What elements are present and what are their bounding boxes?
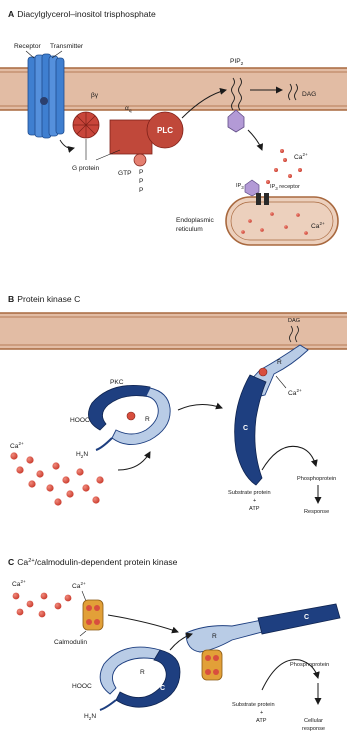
ca-ions-b bbox=[10, 452, 103, 505]
hooc-b-label: HOOC bbox=[70, 417, 90, 424]
er-label-line1: Endoplasmic bbox=[176, 217, 214, 224]
plc-label: PLC bbox=[157, 126, 173, 135]
dag-label: DAG bbox=[302, 91, 316, 98]
er-label-line2: reticulum bbox=[176, 226, 203, 233]
camk-active-icon: R C bbox=[186, 604, 340, 652]
p1-label: P bbox=[139, 169, 144, 176]
pip2-label: PIP2 bbox=[230, 58, 244, 67]
pkc-active-icon: R C bbox=[235, 345, 308, 485]
r-active-label: R bbox=[212, 633, 217, 640]
g-protein-alpha-icon bbox=[110, 120, 152, 154]
dag-b-label: DAG bbox=[288, 318, 300, 324]
receptor-icon bbox=[28, 54, 64, 138]
ca-top-label: Ca2+ bbox=[294, 152, 308, 161]
cellular-label: Cellular bbox=[304, 718, 323, 724]
calmodulin-icon bbox=[83, 600, 103, 630]
g-protein-label: G protein bbox=[72, 165, 99, 172]
plus-b-label: + bbox=[253, 498, 256, 504]
beta-gamma-label: βγ bbox=[91, 92, 99, 99]
phosphoprotein-b-label: Phosphoprotein bbox=[297, 476, 336, 482]
atp-c-label: ATP bbox=[256, 718, 267, 724]
hooc-c-label: HOOC bbox=[72, 683, 92, 690]
g-protein-beta-gamma-icon bbox=[73, 112, 99, 138]
c-free-label: C bbox=[114, 409, 119, 416]
ca-ions-c bbox=[13, 593, 72, 618]
ca-mid-label: Ca2+ bbox=[72, 581, 86, 590]
h2n-b-label: H2N bbox=[76, 451, 88, 459]
r-membrane-label: R bbox=[277, 359, 282, 366]
pkc-inactive-icon: C R bbox=[88, 385, 170, 450]
c-bound-label: C bbox=[243, 425, 248, 432]
p3-label: P bbox=[139, 187, 144, 194]
p2-label: P bbox=[139, 178, 144, 185]
c-active-label: C bbox=[304, 614, 309, 621]
calmodulin-bound-icon bbox=[202, 650, 222, 680]
plus-c-label: + bbox=[260, 710, 263, 716]
c-inactive-label: C bbox=[160, 685, 165, 692]
plc-icon: PLC bbox=[147, 112, 183, 148]
ip3-receptor-label: IP3 receptor bbox=[270, 184, 300, 191]
atp-b-label: ATP bbox=[249, 506, 260, 512]
ca-left-label: Ca2+ bbox=[12, 579, 26, 588]
ip3-label: IP3 bbox=[236, 183, 244, 190]
receptor-label: Receptor bbox=[14, 43, 42, 50]
h2n-c-label: H2N bbox=[84, 713, 96, 721]
gtp-icon bbox=[134, 154, 146, 166]
substrate-c-label: Substrate protein bbox=[232, 702, 275, 708]
response-c-label: response bbox=[302, 726, 325, 732]
transmitter-label: Transmitter bbox=[50, 43, 84, 50]
calmodulin-label: Calmodulin bbox=[54, 639, 87, 646]
substrate-b-label: Substrate protein bbox=[228, 490, 271, 496]
r-free-label: R bbox=[145, 416, 150, 423]
r-inactive-label: R bbox=[140, 669, 145, 676]
pkc-label: PKC bbox=[110, 379, 124, 386]
ca-membrane-label: Ca2+ bbox=[288, 388, 302, 397]
response-b-label: Response bbox=[304, 509, 329, 515]
phosphoprotein-c-label: Phosphoprotein bbox=[290, 662, 329, 668]
ca-free-label: Ca2+ bbox=[10, 441, 24, 450]
gtp-label: GTP bbox=[118, 170, 132, 177]
camk-inactive-icon: R C bbox=[100, 647, 180, 710]
